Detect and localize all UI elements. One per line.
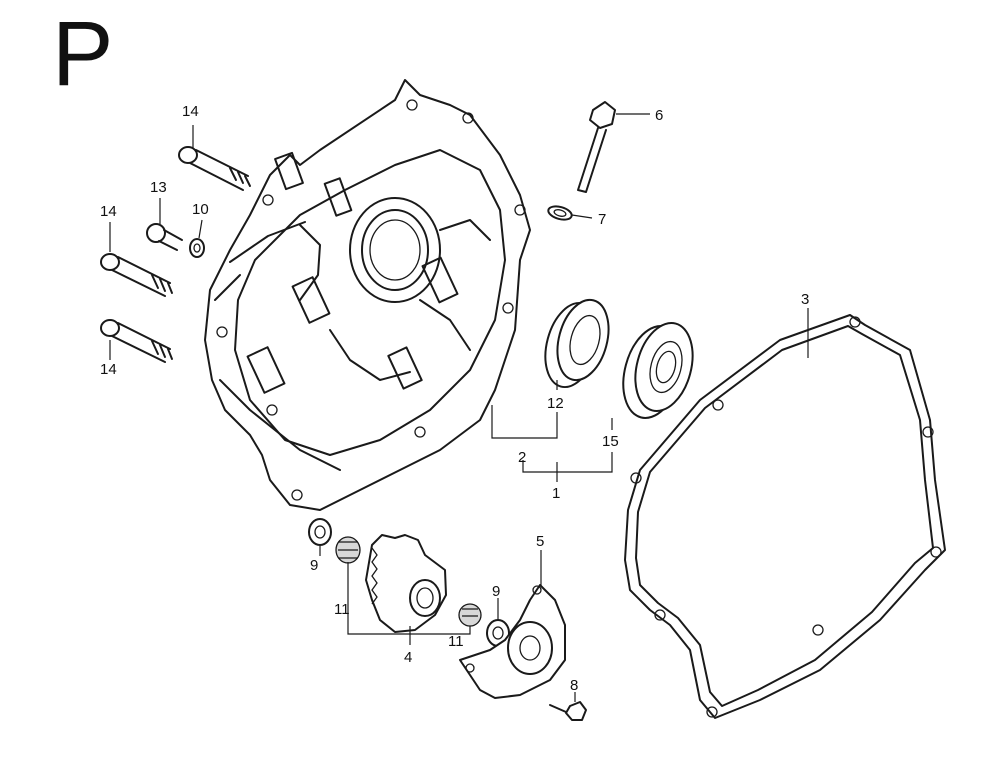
part-labels: 14 13 10 14 14 6 7 3 12 15 2 1 9 11 11 4… <box>100 103 809 694</box>
label-10: 10 <box>192 201 209 218</box>
label-6: 6 <box>655 107 663 124</box>
thrust-washer-left <box>308 518 332 546</box>
label-11-right: 11 <box>448 633 464 650</box>
label-7: 7 <box>598 211 606 228</box>
label-14-middle: 14 <box>100 203 117 220</box>
flange-bolt-upper <box>178 146 251 191</box>
label-15: 15 <box>602 433 619 450</box>
o-ring <box>547 205 573 221</box>
ball-bearing <box>622 321 694 419</box>
label-9-left: 9 <box>310 557 318 574</box>
oil-level-rod <box>577 101 616 193</box>
governor-holder <box>459 584 566 699</box>
leader-lines <box>109 113 809 702</box>
cover-gasket <box>624 314 946 719</box>
washer-10 <box>189 238 205 258</box>
label-14-bottom: 14 <box>100 361 117 378</box>
needle-bearing-right <box>458 603 482 627</box>
label-1: 1 <box>552 485 560 502</box>
label-11-left: 11 <box>334 601 350 618</box>
flange-bolt-middle <box>100 253 173 297</box>
oil-seal <box>544 298 610 389</box>
label-4: 4 <box>404 649 412 666</box>
governor-gear <box>365 534 447 633</box>
flange-bolt-lower <box>100 319 173 363</box>
short-bolt <box>146 223 183 251</box>
label-8: 8 <box>570 677 578 694</box>
page-letter: P <box>52 3 114 105</box>
label-12: 12 <box>547 395 564 412</box>
label-14-top: 14 <box>182 103 199 120</box>
label-2: 2 <box>518 449 526 466</box>
needle-bearing-left <box>335 536 361 564</box>
label-13: 13 <box>150 179 167 196</box>
crankcase-cover <box>204 79 531 511</box>
label-9-right: 9 <box>492 583 500 600</box>
label-5: 5 <box>536 533 544 550</box>
hex-bolt-8 <box>549 701 587 721</box>
label-3: 3 <box>801 291 809 308</box>
